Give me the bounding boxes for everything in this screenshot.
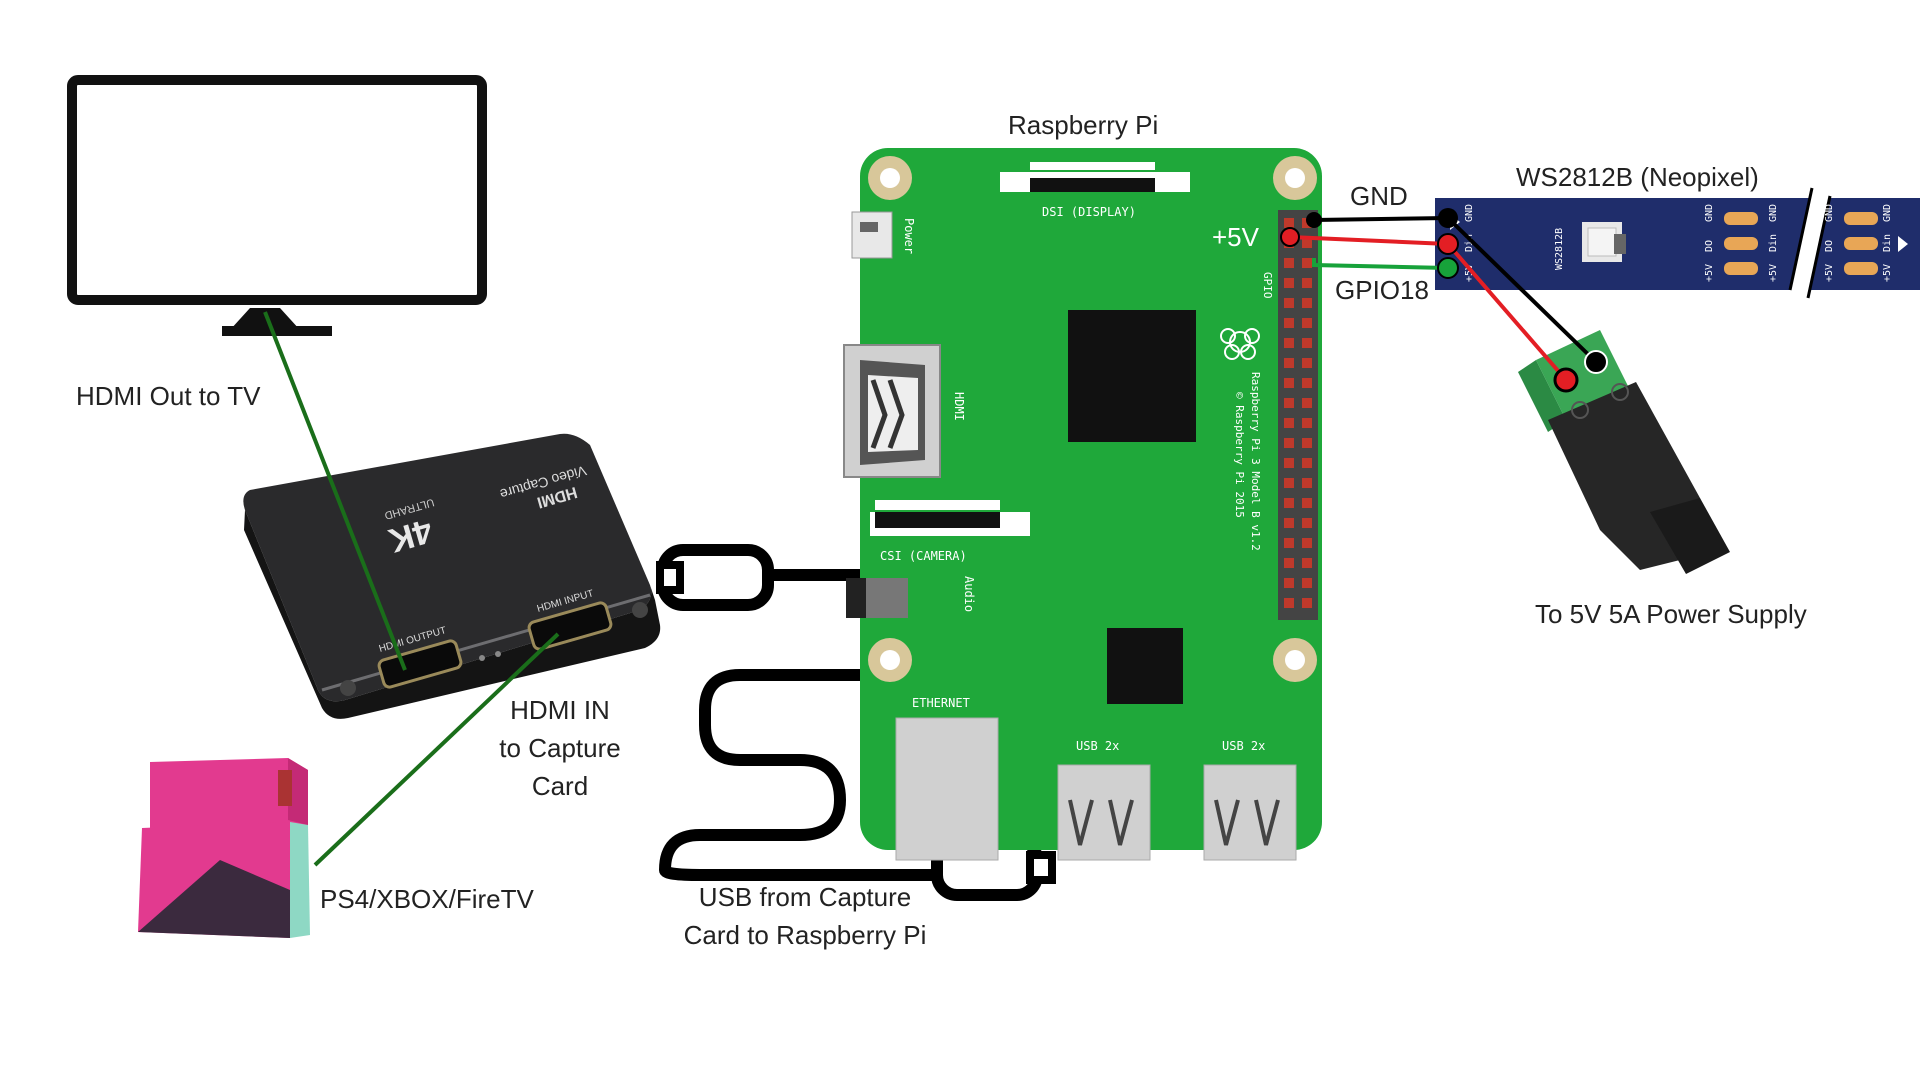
- gpio-pin: [1284, 298, 1294, 308]
- gpio-pin: [1302, 578, 1312, 588]
- strip-pad-left-1: +5V: [1464, 264, 1475, 282]
- label-usb-line1: USB from Capture: [698, 882, 912, 912]
- label-hdmi-out: HDMI Out to TV: [76, 381, 261, 411]
- gpio-pin: [1302, 258, 1312, 268]
- raspberry-pi-board: DSI (DISPLAY) Power HDMI Raspberry Pi 3 …: [843, 148, 1322, 861]
- label-power: To 5V 5A Power Supply: [1535, 599, 1807, 629]
- tv-icon: [67, 75, 487, 336]
- hdmi-in-wire: [313, 632, 560, 867]
- label-gnd: GND: [1350, 181, 1408, 211]
- hdmi-out-wire: [263, 311, 407, 671]
- strip-pad-right-3: GND: [1824, 204, 1835, 222]
- gpio-pin: [1284, 318, 1294, 328]
- gpio-pin: [1284, 478, 1294, 488]
- label-hdmi-in-line3: Card: [531, 771, 589, 801]
- gpio-pin: [1302, 498, 1312, 508]
- strip-pad-right-1: +5V: [1824, 264, 1835, 282]
- console-icon: [138, 758, 310, 938]
- gpio-pin: [1284, 338, 1294, 348]
- gpio-pin: [1284, 358, 1294, 368]
- gpio-pin: [1284, 558, 1294, 568]
- gpio-pin: [1302, 298, 1312, 308]
- pi-dsi-label: DSI (DISPLAY): [1042, 205, 1136, 219]
- label-hdmi-in-line1: HDMI IN: [510, 695, 610, 725]
- gpio-pin: [1302, 518, 1312, 528]
- gpio-pin: [1284, 458, 1294, 468]
- gpio-pin: [1302, 278, 1312, 288]
- gpio-pin: [1302, 398, 1312, 408]
- label-raspberry-pi: Raspberry Pi: [1008, 110, 1159, 140]
- gpio-pin: [1284, 598, 1294, 608]
- gpio-pin: [1302, 538, 1312, 548]
- gpio-pin: [1302, 338, 1312, 348]
- gpio-pin: [1284, 378, 1294, 388]
- label-gpio18: GPIO18: [1335, 275, 1429, 305]
- label-console: PS4/XBOX/FireTV: [320, 884, 534, 914]
- label-usb: USB from Capture Card to Raspberry Pi: [650, 878, 960, 954]
- gpio-pin: [1284, 578, 1294, 588]
- strip-pad-right2-3: GND: [1882, 204, 1893, 222]
- gpio-pin: [1302, 438, 1312, 448]
- gpio-pin: [1302, 238, 1312, 248]
- strip-pad-right2-2: Din: [1882, 234, 1893, 252]
- pi-power-label: Power: [902, 218, 916, 254]
- strip-pad-mid-2: DO: [1704, 240, 1715, 252]
- label-hdmi-in-line2: to Capture: [499, 733, 621, 763]
- gpio-pin: [1284, 278, 1294, 288]
- gpio-pin: [1284, 498, 1294, 508]
- label-plus5v: +5V: [1212, 222, 1259, 252]
- label-strip: WS2812B (Neopixel): [1516, 162, 1759, 192]
- strip-pad-mid-1: +5V: [1704, 264, 1715, 282]
- pi-usb-a-label: USB 2x: [1076, 739, 1119, 753]
- pi-model-label: Raspberry Pi 3 Model B v1.2: [1249, 372, 1262, 551]
- strip-chip-label: WS2812B: [1554, 228, 1565, 270]
- gpio-pin: [1302, 318, 1312, 328]
- led-strip: +5V Din GND WS2812B +5V DO GND +5V Din G…: [1435, 187, 1920, 299]
- gpio-pin: [1284, 218, 1294, 228]
- label-hdmi-in: HDMI IN to Capture Card: [470, 691, 650, 805]
- pi-ethernet-label: ETHERNET: [912, 696, 970, 710]
- pi-csi-label: CSI (CAMERA): [880, 549, 967, 563]
- strip-pad-mid2-2: Din: [1768, 234, 1779, 252]
- gpio-pin: [1284, 418, 1294, 428]
- gpio-pin: [1284, 438, 1294, 448]
- gpio-pin: [1302, 558, 1312, 568]
- pi-hdmi-label: HDMI: [952, 392, 966, 421]
- gpio-pin: [1302, 598, 1312, 608]
- pi-gpio-label: GPIO: [1261, 272, 1274, 299]
- gpio-pin: [1302, 458, 1312, 468]
- pi-audio-label: Audio: [962, 576, 976, 612]
- strip-pad-right2-1: +5V: [1882, 264, 1893, 282]
- label-usb-line2: Card to Raspberry Pi: [683, 920, 927, 950]
- power-terminal-icon: [1518, 330, 1730, 574]
- gpio-pin: [1284, 518, 1294, 528]
- gpio-pin: [1302, 378, 1312, 388]
- gpio-pin: [1302, 418, 1312, 428]
- pi-usb-b-label: USB 2x: [1222, 739, 1265, 753]
- strip-pad-left-3: GND: [1464, 204, 1475, 222]
- strip-pad-mid-3: GND: [1704, 204, 1715, 222]
- gpio-pin: [1302, 478, 1312, 488]
- capture-card: HDMI OUTPUT HDMI INPUT 4K ULTRAHD HDMI V…: [243, 433, 661, 719]
- strip-pad-left-2: Din: [1464, 234, 1475, 252]
- gpio-pin: [1284, 258, 1294, 268]
- strip-pad-right-2: DO: [1824, 240, 1835, 252]
- strip-pad-mid2-1: +5V: [1768, 264, 1779, 282]
- strip-pad-mid2-3: GND: [1768, 204, 1779, 222]
- gpio-pin: [1284, 398, 1294, 408]
- pi-wires: [1280, 208, 1608, 393]
- gpio-pin: [1284, 538, 1294, 548]
- pi-copyright-label: © Raspberry Pi 2015: [1233, 392, 1246, 518]
- gpio-pin: [1302, 358, 1312, 368]
